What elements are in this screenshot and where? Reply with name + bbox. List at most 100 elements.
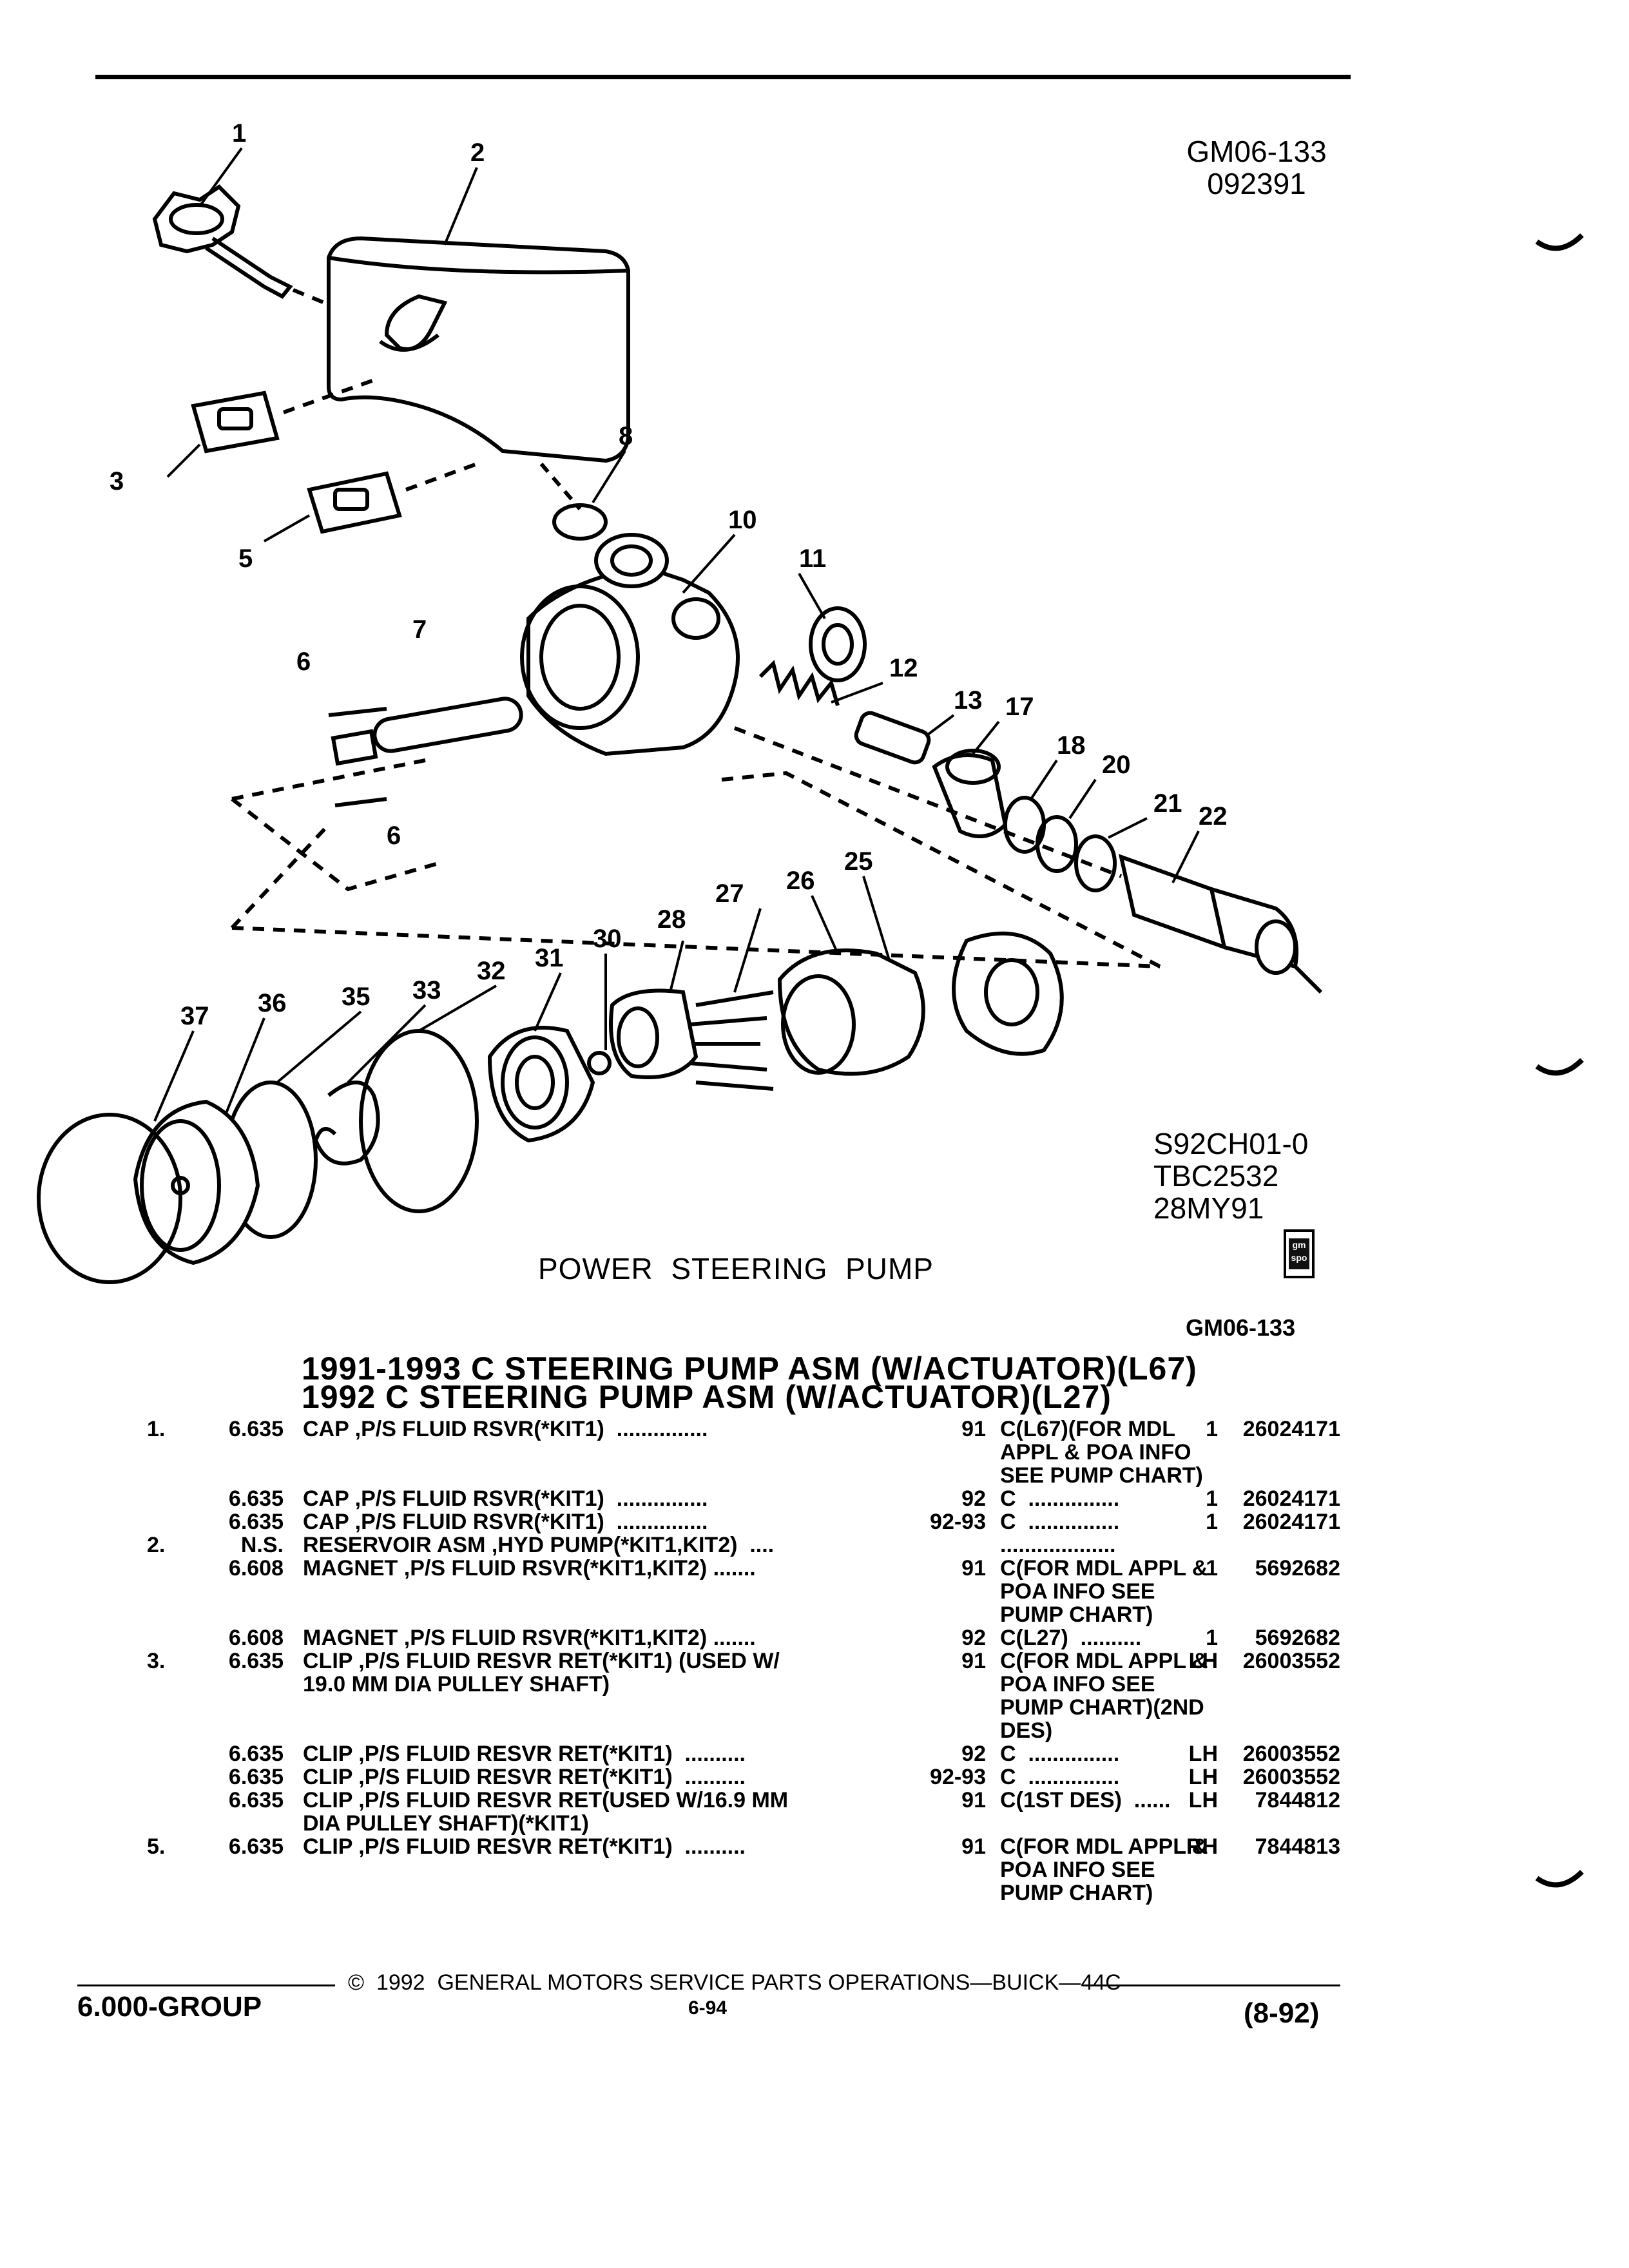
section-code: GM06-133 xyxy=(1186,1314,1296,1341)
gm-spo-logo: gm spo xyxy=(1284,1229,1315,1278)
part-oring-21 xyxy=(1074,834,1117,892)
row-index: 5. xyxy=(147,1834,166,1859)
row-year: 92-93 xyxy=(930,1765,986,1789)
row-qty: 1 xyxy=(1206,1486,1218,1511)
part-vanes-27 xyxy=(683,990,774,1091)
table-row: 6.635 CAP ,P/S FLUID RSVR(*KIT1) .......… xyxy=(129,1510,1353,1533)
row-year: 91 xyxy=(961,1649,986,1673)
row-description: CLIP ,P/S FLUID RESVR RET(*KIT1) .......… xyxy=(303,1742,746,1766)
callout-3: 3 xyxy=(110,467,124,495)
callout-7: 7 xyxy=(412,615,427,644)
table-row: 6.608 MAGNET ,P/S FLUID RSVR(*KIT1,KIT2)… xyxy=(129,1626,1353,1649)
callout-10: 10 xyxy=(728,506,757,534)
callout-18: 18 xyxy=(1057,731,1086,760)
table-row: 19.0 MM DIA PULLEY SHAFT) POA INFO SEE xyxy=(129,1673,1353,1696)
parts-table: 1. 6.635 CAP ,P/S FLUID RSVR(*KIT1) ....… xyxy=(129,1418,1353,1905)
row-qty: RH xyxy=(1186,1834,1218,1859)
row-model: C(FOR MDL APPL & xyxy=(1000,1556,1208,1581)
row-description: DIA PULLEY SHAFT)(*KIT1) xyxy=(303,1811,589,1836)
row-model: DES) xyxy=(1000,1718,1053,1743)
diagram-ref-codes: S92CH01-0 TBC2532 28MY91 xyxy=(1153,1128,1308,1224)
exploded-diagram: 1 2 3 5 6 7 8 10 11 12 13 17 18 20 21 22… xyxy=(37,116,1405,1284)
table-row: 6.635 CAP ,P/S FLUID RSVR(*KIT1) .......… xyxy=(129,1487,1353,1510)
row-model: SEE PUMP CHART) xyxy=(1000,1463,1203,1488)
row-qty: LH xyxy=(1188,1765,1218,1789)
callout-20: 20 xyxy=(1102,751,1131,779)
table-row: PUMP CHART) xyxy=(129,1881,1353,1905)
row-index: 1. xyxy=(147,1417,166,1441)
footer-page-number: 6-94 xyxy=(688,1997,728,2019)
row-model: PUMP CHART) xyxy=(1000,1602,1153,1627)
callout-31: 31 xyxy=(535,944,564,972)
callout-6-lower: 6 xyxy=(387,822,401,850)
header-code-sub: 092391 xyxy=(1207,167,1306,200)
row-qty: 1 xyxy=(1206,1417,1218,1441)
table-row: 6.635 CLIP ,P/S FLUID RESVR RET(*KIT1) .… xyxy=(129,1742,1353,1765)
row-part-number: 26024171 xyxy=(1242,1510,1340,1534)
callout-8: 8 xyxy=(619,422,633,450)
part-oring-20 xyxy=(1036,815,1078,873)
callout-25: 25 xyxy=(844,847,873,876)
section-title-line1: 1991-1993 C STEERING PUMP ASM (W/ACTUATO… xyxy=(302,1350,1197,1387)
footer-rule-right xyxy=(1083,1984,1340,1986)
row-description: MAGNET ,P/S FLUID RSVR(*KIT1,KIT2) .....… xyxy=(303,1626,756,1650)
margin-mark-2 xyxy=(1535,1058,1584,1076)
row-part-number: 7844812 xyxy=(1255,1788,1340,1812)
row-description: CLIP ,P/S FLUID RESVR RET(*KIT1) .......… xyxy=(303,1834,746,1859)
callout-11: 11 xyxy=(799,544,826,573)
row-model: POA INFO SEE xyxy=(1000,1672,1155,1696)
row-group: 6.635 xyxy=(228,1510,284,1534)
row-model: C ............... xyxy=(1000,1765,1120,1789)
table-row: 5. 6.635 CLIP ,P/S FLUID RESVR RET(*KIT1… xyxy=(129,1835,1353,1858)
part-spring-12 xyxy=(758,660,840,706)
row-year: 92-93 xyxy=(930,1510,986,1534)
callout-5: 5 xyxy=(238,544,253,573)
row-part-number: 26003552 xyxy=(1242,1649,1340,1673)
table-row: 6.608 MAGNET ,P/S FLUID RSVR(*KIT1,KIT2)… xyxy=(129,1557,1353,1580)
row-part-number: 7844813 xyxy=(1255,1834,1340,1859)
row-description: CAP ,P/S FLUID RSVR(*KIT1) .............… xyxy=(303,1486,708,1511)
row-year: 92 xyxy=(961,1626,986,1650)
row-part-number: 26003552 xyxy=(1242,1765,1340,1789)
row-part-number: 26024171 xyxy=(1242,1486,1340,1511)
part-plate-25 xyxy=(952,931,1064,1056)
row-qty: 1 xyxy=(1206,1626,1218,1650)
row-description: CAP ,P/S FLUID RSVR(*KIT1) .............… xyxy=(303,1510,708,1534)
part-fitting-17 xyxy=(932,749,1008,838)
row-year: 91 xyxy=(961,1417,986,1441)
part-ring-26 xyxy=(777,948,925,1076)
part-pump-housing xyxy=(520,533,740,756)
row-model: C(L27) .......... xyxy=(1000,1626,1142,1650)
row-year: 92 xyxy=(961,1742,986,1766)
row-description: CLIP ,P/S FLUID RESVR RET(USED W/16.9 MM xyxy=(303,1788,789,1812)
footer-group: 6.000-GROUP xyxy=(77,1991,262,2023)
table-row: PUMP CHART) xyxy=(129,1603,1353,1626)
row-group: 6.608 xyxy=(228,1556,284,1581)
row-year: 91 xyxy=(961,1788,986,1812)
callout-17: 17 xyxy=(1005,693,1034,721)
row-qty: 1 xyxy=(1206,1556,1218,1581)
row-model: C(L67)(FOR MDL xyxy=(1000,1417,1175,1441)
power-steering-pump-illustration: 1 2 3 5 6 7 8 10 11 12 13 17 18 20 21 22… xyxy=(37,119,1323,1284)
callout-35: 35 xyxy=(342,983,371,1011)
row-description: 19.0 MM DIA PULLEY SHAFT) xyxy=(303,1672,610,1696)
header-rule xyxy=(95,75,1351,79)
part-shaft-7 xyxy=(231,697,523,892)
callout-27: 27 xyxy=(715,879,744,908)
row-description: CLIP ,P/S FLUID RESVR RET(*KIT1) .......… xyxy=(303,1765,746,1789)
footer-copyright: © 1992 GENERAL MOTORS SERVICE PARTS OPER… xyxy=(348,1970,1121,1995)
row-qty: LH xyxy=(1188,1788,1218,1812)
table-row: APPL & POA INFO xyxy=(129,1441,1353,1464)
part-retaining-ring-37 xyxy=(37,1113,182,1284)
table-row: POA INFO SEE xyxy=(129,1580,1353,1603)
row-year: 92 xyxy=(961,1486,986,1511)
table-row: 2. N.S. RESERVOIR ASM ,HYD PUMP(*KIT1,KI… xyxy=(129,1533,1353,1557)
callout-6: 6 xyxy=(296,648,311,676)
header-code-top: GM06-133 xyxy=(1186,135,1327,168)
part-end-cover-36 xyxy=(133,1099,260,1265)
row-group: 6.635 xyxy=(228,1417,284,1441)
part-oring-8 xyxy=(552,503,608,541)
diagram-ref-2: TBC2532 xyxy=(1153,1159,1279,1193)
table-row: 6.635 CLIP ,P/S FLUID RESVR RET(USED W/1… xyxy=(129,1789,1353,1812)
callout-30: 30 xyxy=(593,925,622,953)
